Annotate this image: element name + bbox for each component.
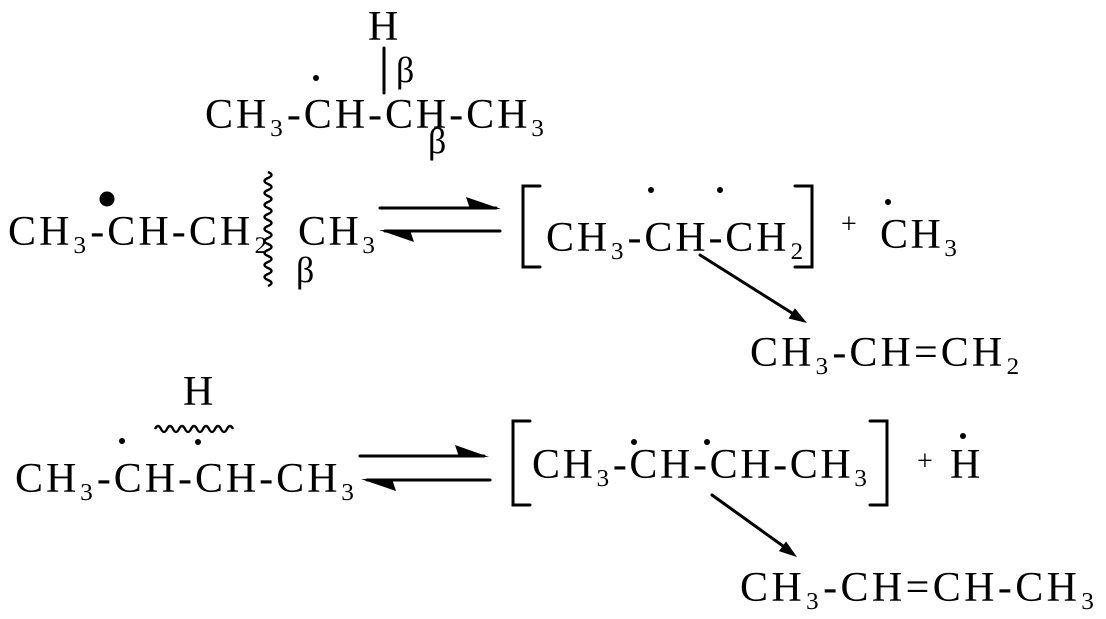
reaction-2-intermediate-dot-2 — [704, 439, 710, 445]
reaction-2-hydrogen-radical-dot — [960, 433, 966, 439]
reaction-2-equilibrium-arrows — [358, 445, 492, 491]
top-beta-upper-label: β — [396, 50, 414, 90]
top-h-label: H — [368, 4, 398, 50]
reaction-2-cleavage-wavy-line — [153, 424, 235, 434]
reaction-1-cleavage-wavy-line — [263, 170, 273, 288]
reaction-1-intermediate-dot-2 — [717, 187, 723, 193]
reaction-2-radical-dot-1 — [119, 438, 125, 444]
reaction-2-hydrogen-radical: H — [950, 442, 980, 488]
reaction-2-intermediate-dot-1 — [631, 439, 637, 445]
top-formula: CH₃-CH-CH-CH₃ — [205, 92, 545, 138]
reaction-1-bracket-left — [521, 184, 542, 269]
reaction-1-methyl-radical: CH₃ — [880, 212, 958, 258]
reaction-2-product-formula: CH₃-CH=CH-CH₃ — [740, 565, 1095, 611]
reaction-1-methyl-radical-dot — [885, 199, 891, 205]
reaction-2-bracket-left — [511, 419, 532, 507]
reaction-1-bracket-right — [793, 184, 814, 269]
reaction-2-reverse-arrow-head — [361, 479, 396, 491]
reaction-1-plus-sign: + — [841, 209, 857, 240]
reaction-2-product-arrow-head — [778, 541, 797, 557]
reaction-2-radical-dot-2 — [195, 439, 201, 445]
reaction-1-equilibrium-arrows — [378, 197, 502, 242]
reaction-1-intermediate-dot-1 — [648, 187, 654, 193]
reaction-1-reactant-formula: CH₃-CH-CH₂ — [8, 209, 268, 255]
reaction-2-reactant-formula: CH₃-CH-CH-CH₃ — [15, 456, 355, 502]
reaction-1-product-arrow-head — [788, 308, 807, 323]
reaction-2-h-label: H — [183, 369, 213, 415]
reaction-1-intermediate-formula: CH₃-CH-CH₂ — [546, 215, 804, 261]
top-radical-dot — [313, 75, 319, 81]
reaction-1-product-arrow-line — [698, 253, 794, 315]
reaction-2-intermediate-formula: CH₃-CH-CH-CH₃ — [532, 442, 868, 488]
reaction-2-product-arrow-line — [710, 493, 785, 548]
top-molecule: H β CH₃-CH-CH-CH₃ β — [205, 4, 545, 161]
reaction-1-product-formula: CH₃-CH=CH₂ — [750, 330, 1020, 376]
reaction-1-reverse-arrow-head — [379, 230, 414, 242]
reaction-1: CH₃-CH-CH₂ CH₃ β CH₃-CH-CH₂ + CH₃ CH₃-CH… — [8, 170, 1020, 376]
reaction-2-bracket-right — [868, 419, 889, 507]
reaction-1-forward-arrow-head — [466, 197, 501, 209]
reaction-1-cleaved-group: CH₃ — [298, 209, 376, 255]
reaction-1-product-arrow — [698, 253, 807, 323]
reaction-1-beta-label: β — [296, 250, 314, 290]
reaction-2-plus-sign: + — [917, 446, 933, 477]
reaction-2: H CH₃-CH-CH-CH₃ CH₃-CH-CH-CH₃ + H CH₃-CH… — [15, 369, 1095, 611]
top-beta-lower-label: β — [428, 121, 446, 161]
reaction-2-product-arrow — [710, 493, 797, 557]
reaction-1-radical-dot — [99, 191, 115, 207]
reaction-2-forward-arrow-head — [455, 445, 489, 457]
